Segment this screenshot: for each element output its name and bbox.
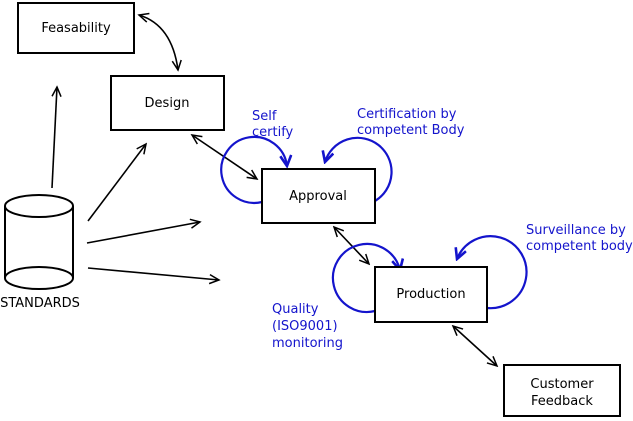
annotation-quality: Quality (ISO9001) monitoring bbox=[272, 302, 343, 351]
cylinder-sides bbox=[4, 206, 74, 278]
node-approval-label: Approval bbox=[289, 189, 347, 204]
annotation-self-certify-line1: Self bbox=[252, 109, 277, 124]
node-customer-feedback-label-line2: Feedback bbox=[531, 394, 593, 409]
node-feasability-box bbox=[17, 2, 135, 54]
annotation-quality-line1: Quality bbox=[272, 302, 319, 317]
loop-certification bbox=[325, 136, 393, 202]
arrow-standards-to-approval bbox=[86, 222, 200, 244]
node-approval-box bbox=[261, 168, 376, 224]
node-customer-feedback-label-line1: Customer bbox=[530, 377, 594, 392]
loop-surveillance bbox=[457, 235, 528, 310]
node-design-label: Design bbox=[145, 96, 190, 111]
node-design-box bbox=[110, 75, 225, 131]
loop-self-certify bbox=[220, 135, 287, 204]
node-production: Production bbox=[374, 266, 488, 323]
standards-label: STANDARDS bbox=[0, 296, 80, 311]
arrow-standards-to-production bbox=[87, 267, 219, 280]
annotation-certification-line1: Certification by bbox=[357, 107, 457, 122]
annotation-certification-line2: competent Body bbox=[357, 123, 465, 138]
node-design: Design bbox=[110, 75, 225, 131]
node-customer-feedback-box bbox=[503, 364, 621, 417]
node-customer-feedback: Customer Feedback bbox=[503, 364, 621, 417]
arrow-feasability-design bbox=[139, 15, 178, 70]
annotation-surveillance-line2: competent body bbox=[526, 239, 633, 254]
annotation-surveillance: Surveillance by competent body bbox=[526, 223, 633, 254]
cylinder-top bbox=[4, 194, 74, 218]
annotation-quality-line3: monitoring bbox=[272, 336, 343, 351]
node-production-label: Production bbox=[396, 287, 465, 302]
standards-cylinder: STANDARDS bbox=[0, 194, 80, 311]
node-feasability: Feasability bbox=[17, 2, 135, 54]
annotation-certification: Certification by competent Body bbox=[357, 107, 465, 138]
arrow-standards-to-design bbox=[87, 144, 146, 222]
cylinder-bottom bbox=[4, 266, 74, 290]
arrow-approval-production bbox=[334, 227, 369, 264]
annotation-surveillance-line1: Surveillance by bbox=[526, 223, 626, 238]
annotation-self-certify-line2: certify bbox=[252, 125, 294, 140]
node-production-box bbox=[374, 266, 488, 323]
annotation-self-certify: Self certify bbox=[252, 109, 294, 140]
arrow-production-feedback bbox=[453, 326, 497, 366]
arrow-standards-to-feasability bbox=[51, 87, 57, 189]
annotation-quality-line2: (ISO9001) bbox=[272, 319, 338, 334]
loop-quality-monitoring bbox=[331, 242, 400, 314]
node-feasability-label: Feasability bbox=[41, 21, 111, 36]
node-approval: Approval bbox=[261, 168, 376, 224]
